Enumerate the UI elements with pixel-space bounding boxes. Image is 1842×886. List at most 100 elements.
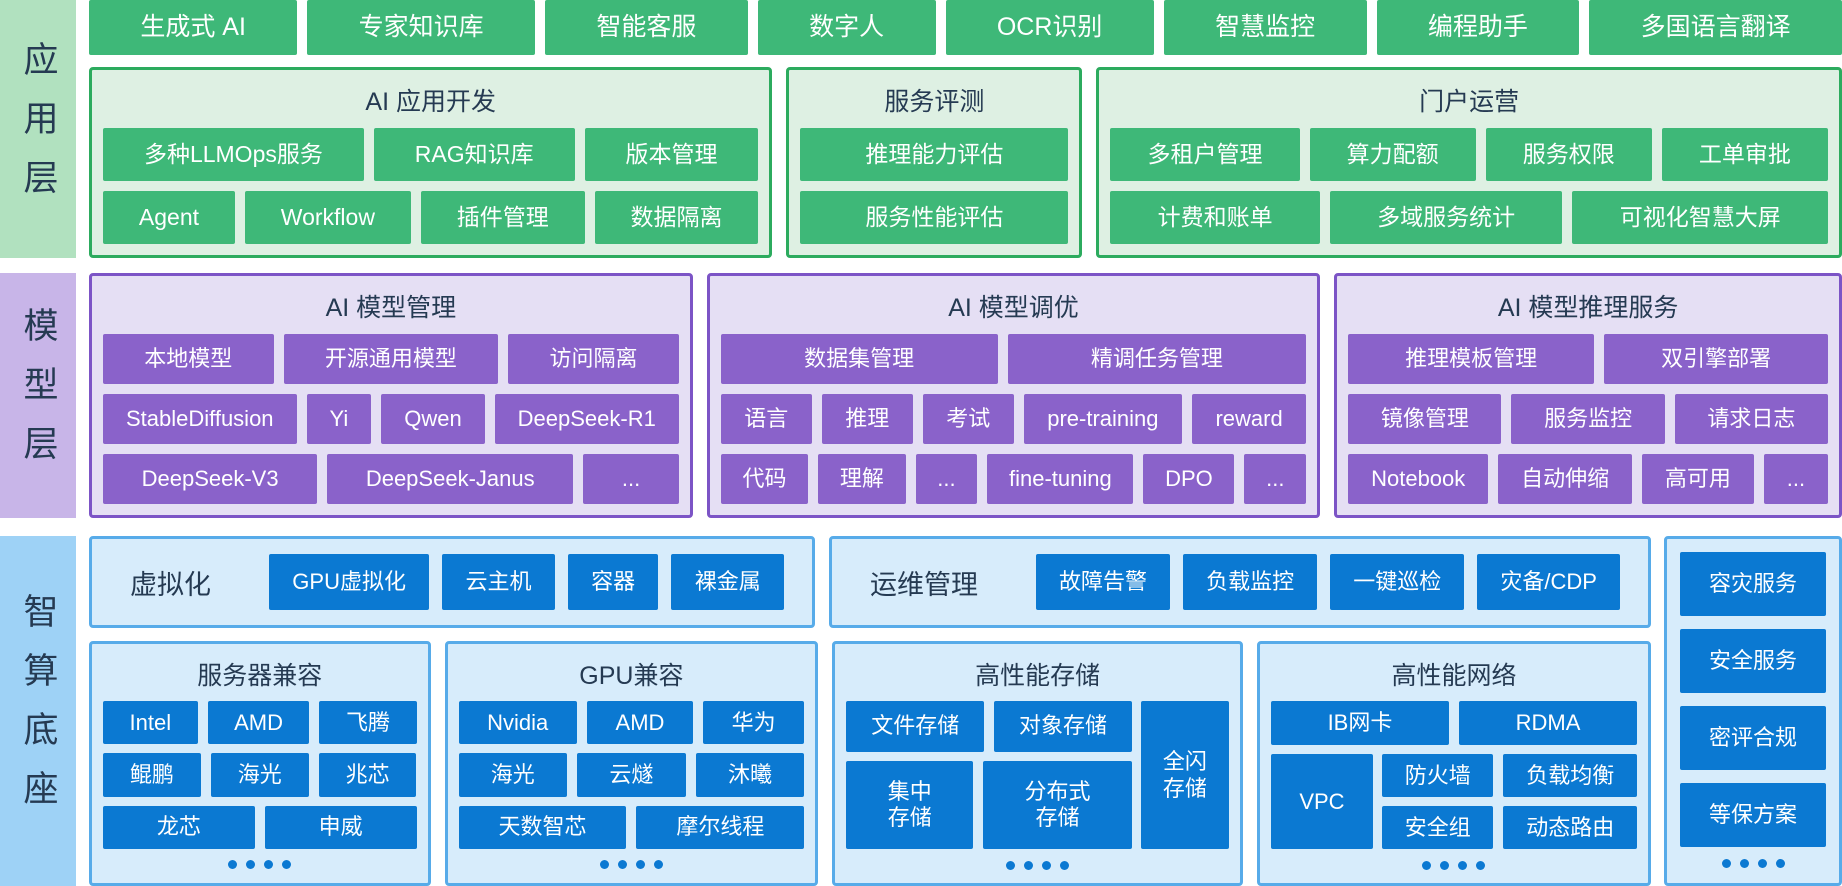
chip: 多国语言翻译 xyxy=(1589,0,1842,55)
panel-virtualization: 虚拟化 GPU虚拟化云主机容器裸金属 xyxy=(89,536,815,628)
chip: Workflow xyxy=(244,191,411,244)
chip: 推理能力评估 xyxy=(800,128,1069,181)
infra-top-row: 虚拟化 GPU虚拟化云主机容器裸金属 运维管理 故障告警负载监控一键巡检灾备/C… xyxy=(89,536,1651,628)
chip: 容灾服务 xyxy=(1680,552,1826,616)
chip: StableDiffusion xyxy=(103,394,297,444)
panel-model-inference: AI 模型推理服务 推理模板管理双引擎部署 镜像管理服务监控请求日志 Noteb… xyxy=(1334,273,1842,518)
chip: Notebook xyxy=(1348,454,1489,504)
chip: 摩尔线程 xyxy=(636,805,805,849)
chip: 等保方案 xyxy=(1680,783,1826,847)
panel-label: 虚拟化 xyxy=(130,569,211,600)
chip: 智慧监控 xyxy=(1163,0,1367,55)
chip-vpc: VPC xyxy=(1270,754,1373,849)
chip-row: 推理模板管理双引擎部署 xyxy=(1348,334,1829,384)
chip: RDMA xyxy=(1458,701,1638,746)
chip-row: 海光云燧沐曦 xyxy=(458,753,805,797)
chip: pre-training xyxy=(1023,394,1182,444)
model-layer-band: 模型层 AI 模型管理 本地模型开源通用模型访问隔离 StableDiffusi… xyxy=(0,273,1842,518)
chip: 云燧 xyxy=(577,753,686,797)
layer-label-text: 应用层 xyxy=(18,40,58,218)
layer-label-infra: 智算底座 xyxy=(0,536,76,886)
chip: 密评合规 xyxy=(1680,706,1826,770)
chip: 一键巡检 xyxy=(1330,554,1465,610)
chip: 多租户管理 xyxy=(1110,128,1300,181)
chip: 故障告警 xyxy=(1035,554,1171,610)
chip: RAG知识库 xyxy=(373,128,575,181)
layer-label-application: 应用层 xyxy=(0,0,76,258)
chip-row: 龙芯申威 xyxy=(103,805,417,849)
chip-row: 服务性能评估 xyxy=(800,191,1069,244)
chip: 集中 存储 xyxy=(846,760,974,849)
chip: 海光 xyxy=(210,753,309,797)
chip: 云主机 xyxy=(442,554,555,610)
panel-title: 高性能存储 xyxy=(975,662,1101,690)
chip: 多种LLMOps服务 xyxy=(103,128,364,181)
chip-row: 故障告警负载监控一键巡检灾备/CDP xyxy=(1035,554,1620,610)
chip: reward xyxy=(1192,394,1307,444)
chip: 自动伸缩 xyxy=(1498,454,1633,504)
panel-security-services: 容灾服务安全服务密评合规等保方案 xyxy=(1664,536,1842,886)
chip: 开源通用模型 xyxy=(283,334,499,384)
chip: DeepSeek-V3 xyxy=(103,454,318,504)
chip-row: 多租户管理算力配额服务权限工单审批 xyxy=(1110,128,1828,181)
chip: 镜像管理 xyxy=(1348,394,1502,444)
chip: 多域服务统计 xyxy=(1329,191,1563,244)
chip: OCR识别 xyxy=(945,0,1154,55)
chip: 数据集管理 xyxy=(720,334,998,384)
panel-label: 运维管理 xyxy=(869,569,978,600)
chip-column: 容灾服务安全服务密评合规等保方案 xyxy=(1680,552,1826,847)
ellipsis-dots xyxy=(846,858,1229,872)
layer-label-model: 模型层 xyxy=(0,273,76,518)
infra-layer-content: 虚拟化 GPU虚拟化云主机容器裸金属 运维管理 故障告警负载监控一键巡检灾备/C… xyxy=(89,536,1842,886)
ellipsis-dots xyxy=(1680,856,1826,870)
panel-portal-ops: 门户运营 多租户管理算力配额服务权限工单审批 计费和账单多域服务统计可视化智慧大… xyxy=(1096,67,1842,258)
chip: 动态路由 xyxy=(1503,806,1637,849)
chip: 服务权限 xyxy=(1485,128,1652,181)
chip: 防火墙 xyxy=(1381,754,1494,798)
chip: 版本管理 xyxy=(584,128,759,181)
chip: 请求日志 xyxy=(1674,394,1829,444)
chip: fine-tuning xyxy=(987,454,1134,504)
chip: 负载监控 xyxy=(1183,554,1318,610)
panel-hp-storage: 高性能存储 文件存储对象存储 集中 存储分布式 存储 全闪 存储 xyxy=(832,641,1243,886)
chip: 负载均衡 xyxy=(1503,754,1637,798)
chip: ... xyxy=(915,454,978,504)
panel-title: AI 应用开发 xyxy=(365,88,496,116)
panel-ops-management: 运维管理 故障告警负载监控一键巡检灾备/CDP xyxy=(828,536,1651,628)
chip-row: 镜像管理服务监控请求日志 xyxy=(1348,394,1829,444)
chip: 推理 xyxy=(821,394,913,444)
chip-row: 防火墙负载均衡 xyxy=(1381,754,1637,798)
panel-title: AI 模型管理 xyxy=(325,294,457,322)
infra-layer-band: 智算底座 虚拟化 GPU虚拟化云主机容器裸金属 运维管理 故障告警负载监控一键巡… xyxy=(0,536,1842,886)
layer-label-text: 模型层 xyxy=(18,307,58,484)
chip: 插件管理 xyxy=(420,191,585,244)
chip: 理解 xyxy=(818,454,906,504)
storage-grid: 文件存储对象存储 集中 存储分布式 存储 全闪 存储 xyxy=(846,701,1229,849)
storage-left-grid: 文件存储对象存储 集中 存储分布式 存储 xyxy=(846,701,1132,849)
chip: AMD xyxy=(586,701,694,745)
chip: 代码 xyxy=(720,454,809,504)
chip: 服务监控 xyxy=(1511,394,1665,444)
panel-title: AI 模型推理服务 xyxy=(1497,294,1679,322)
chip: 本地模型 xyxy=(103,334,274,384)
chip: 对象存储 xyxy=(994,701,1132,752)
chip-row: 本地模型开源通用模型访问隔离 xyxy=(103,334,679,384)
panel-title: 服务评测 xyxy=(884,88,985,116)
chip-row: 推理能力评估 xyxy=(800,128,1069,181)
chip: 高可用 xyxy=(1642,454,1754,504)
chip: 安全服务 xyxy=(1680,629,1826,693)
ellipsis-dots xyxy=(1271,858,1637,872)
chip: Qwen xyxy=(381,394,485,444)
chip: ... xyxy=(1244,454,1307,504)
